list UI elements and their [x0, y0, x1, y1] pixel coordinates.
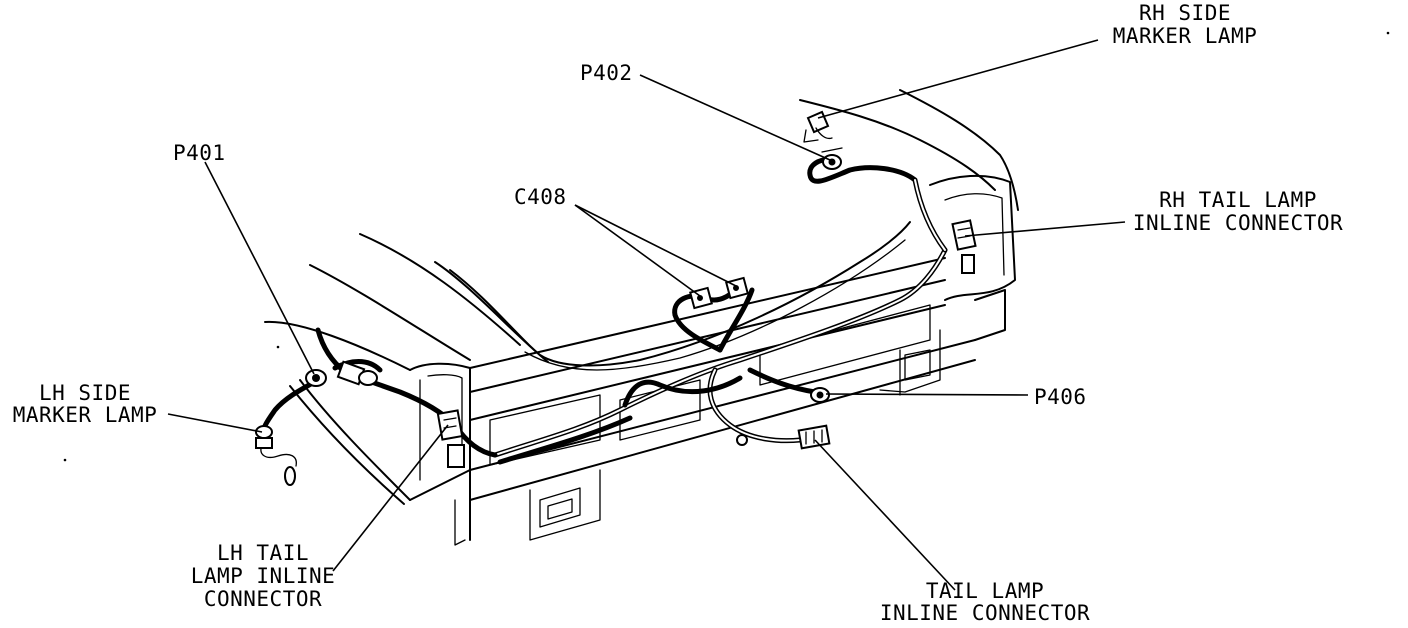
- leader-c408-a: [574, 204, 701, 297]
- leader-tail-lamp-inline: [814, 439, 956, 591]
- leader-lines: [167, 39, 1126, 591]
- callout-p401: P401: [173, 141, 226, 165]
- vehicle-rear-body: [264, 89, 1019, 546]
- rh-tail-lamp-connector-component: [951, 219, 977, 274]
- lh-side-marker-lamp-component: [255, 425, 296, 486]
- leader-lh-side-marker-lamp: [167, 413, 263, 433]
- callout-tail-lamp-inline-line2: INLINE CONNECTOR: [880, 601, 1090, 625]
- leader-rh-tail-lamp: [964, 221, 1126, 237]
- leader-p406: [825, 393, 1029, 396]
- leader-lh-tail-lamp: [332, 424, 449, 572]
- callout-lh-tail-lamp-line1: LH TAIL: [217, 541, 309, 565]
- callout-lh-tail-lamp-line2: LAMP INLINE: [191, 564, 336, 588]
- p401-component: [305, 360, 378, 387]
- callout-tail-lamp-inline-line1: TAIL LAMP: [926, 579, 1044, 603]
- callouts: RH SIDE MARKER LAMP P402 RH TAIL LAMP IN…: [13, 1, 1343, 625]
- leader-c408-b: [574, 204, 737, 287]
- callout-lh-side-marker-lamp-line1: LH SIDE: [39, 381, 131, 405]
- callout-rh-side-marker-lamp-line2: MARKER LAMP: [1113, 24, 1258, 48]
- callout-c408: C408: [514, 185, 567, 209]
- callout-p406: P406: [1034, 385, 1087, 409]
- c408-component: [689, 276, 749, 310]
- leader-p402: [639, 74, 831, 161]
- p406-component: [810, 387, 830, 403]
- callout-lh-tail-lamp-line3: CONNECTOR: [204, 587, 322, 611]
- rh-side-marker-lamp-component: [803, 110, 833, 143]
- callout-rh-side-marker-lamp-line1: RH SIDE: [1139, 1, 1231, 25]
- wiring-harness: [259, 157, 948, 467]
- callout-lh-side-marker-lamp-line2: MARKER LAMP: [13, 403, 158, 427]
- callout-rh-tail-lamp-line2: INLINE CONNECTOR: [1133, 211, 1343, 235]
- lh-tail-lamp-connector-component: [436, 409, 465, 468]
- callout-p402: P402: [580, 61, 633, 85]
- leader-rh-side-marker-lamp: [817, 39, 1099, 119]
- scan-specks: [63, 31, 1390, 462]
- tail-lamp-inline-connector-component: [736, 424, 831, 450]
- callout-rh-tail-lamp-line1: RH TAIL LAMP: [1159, 188, 1317, 212]
- leader-p401: [204, 161, 315, 375]
